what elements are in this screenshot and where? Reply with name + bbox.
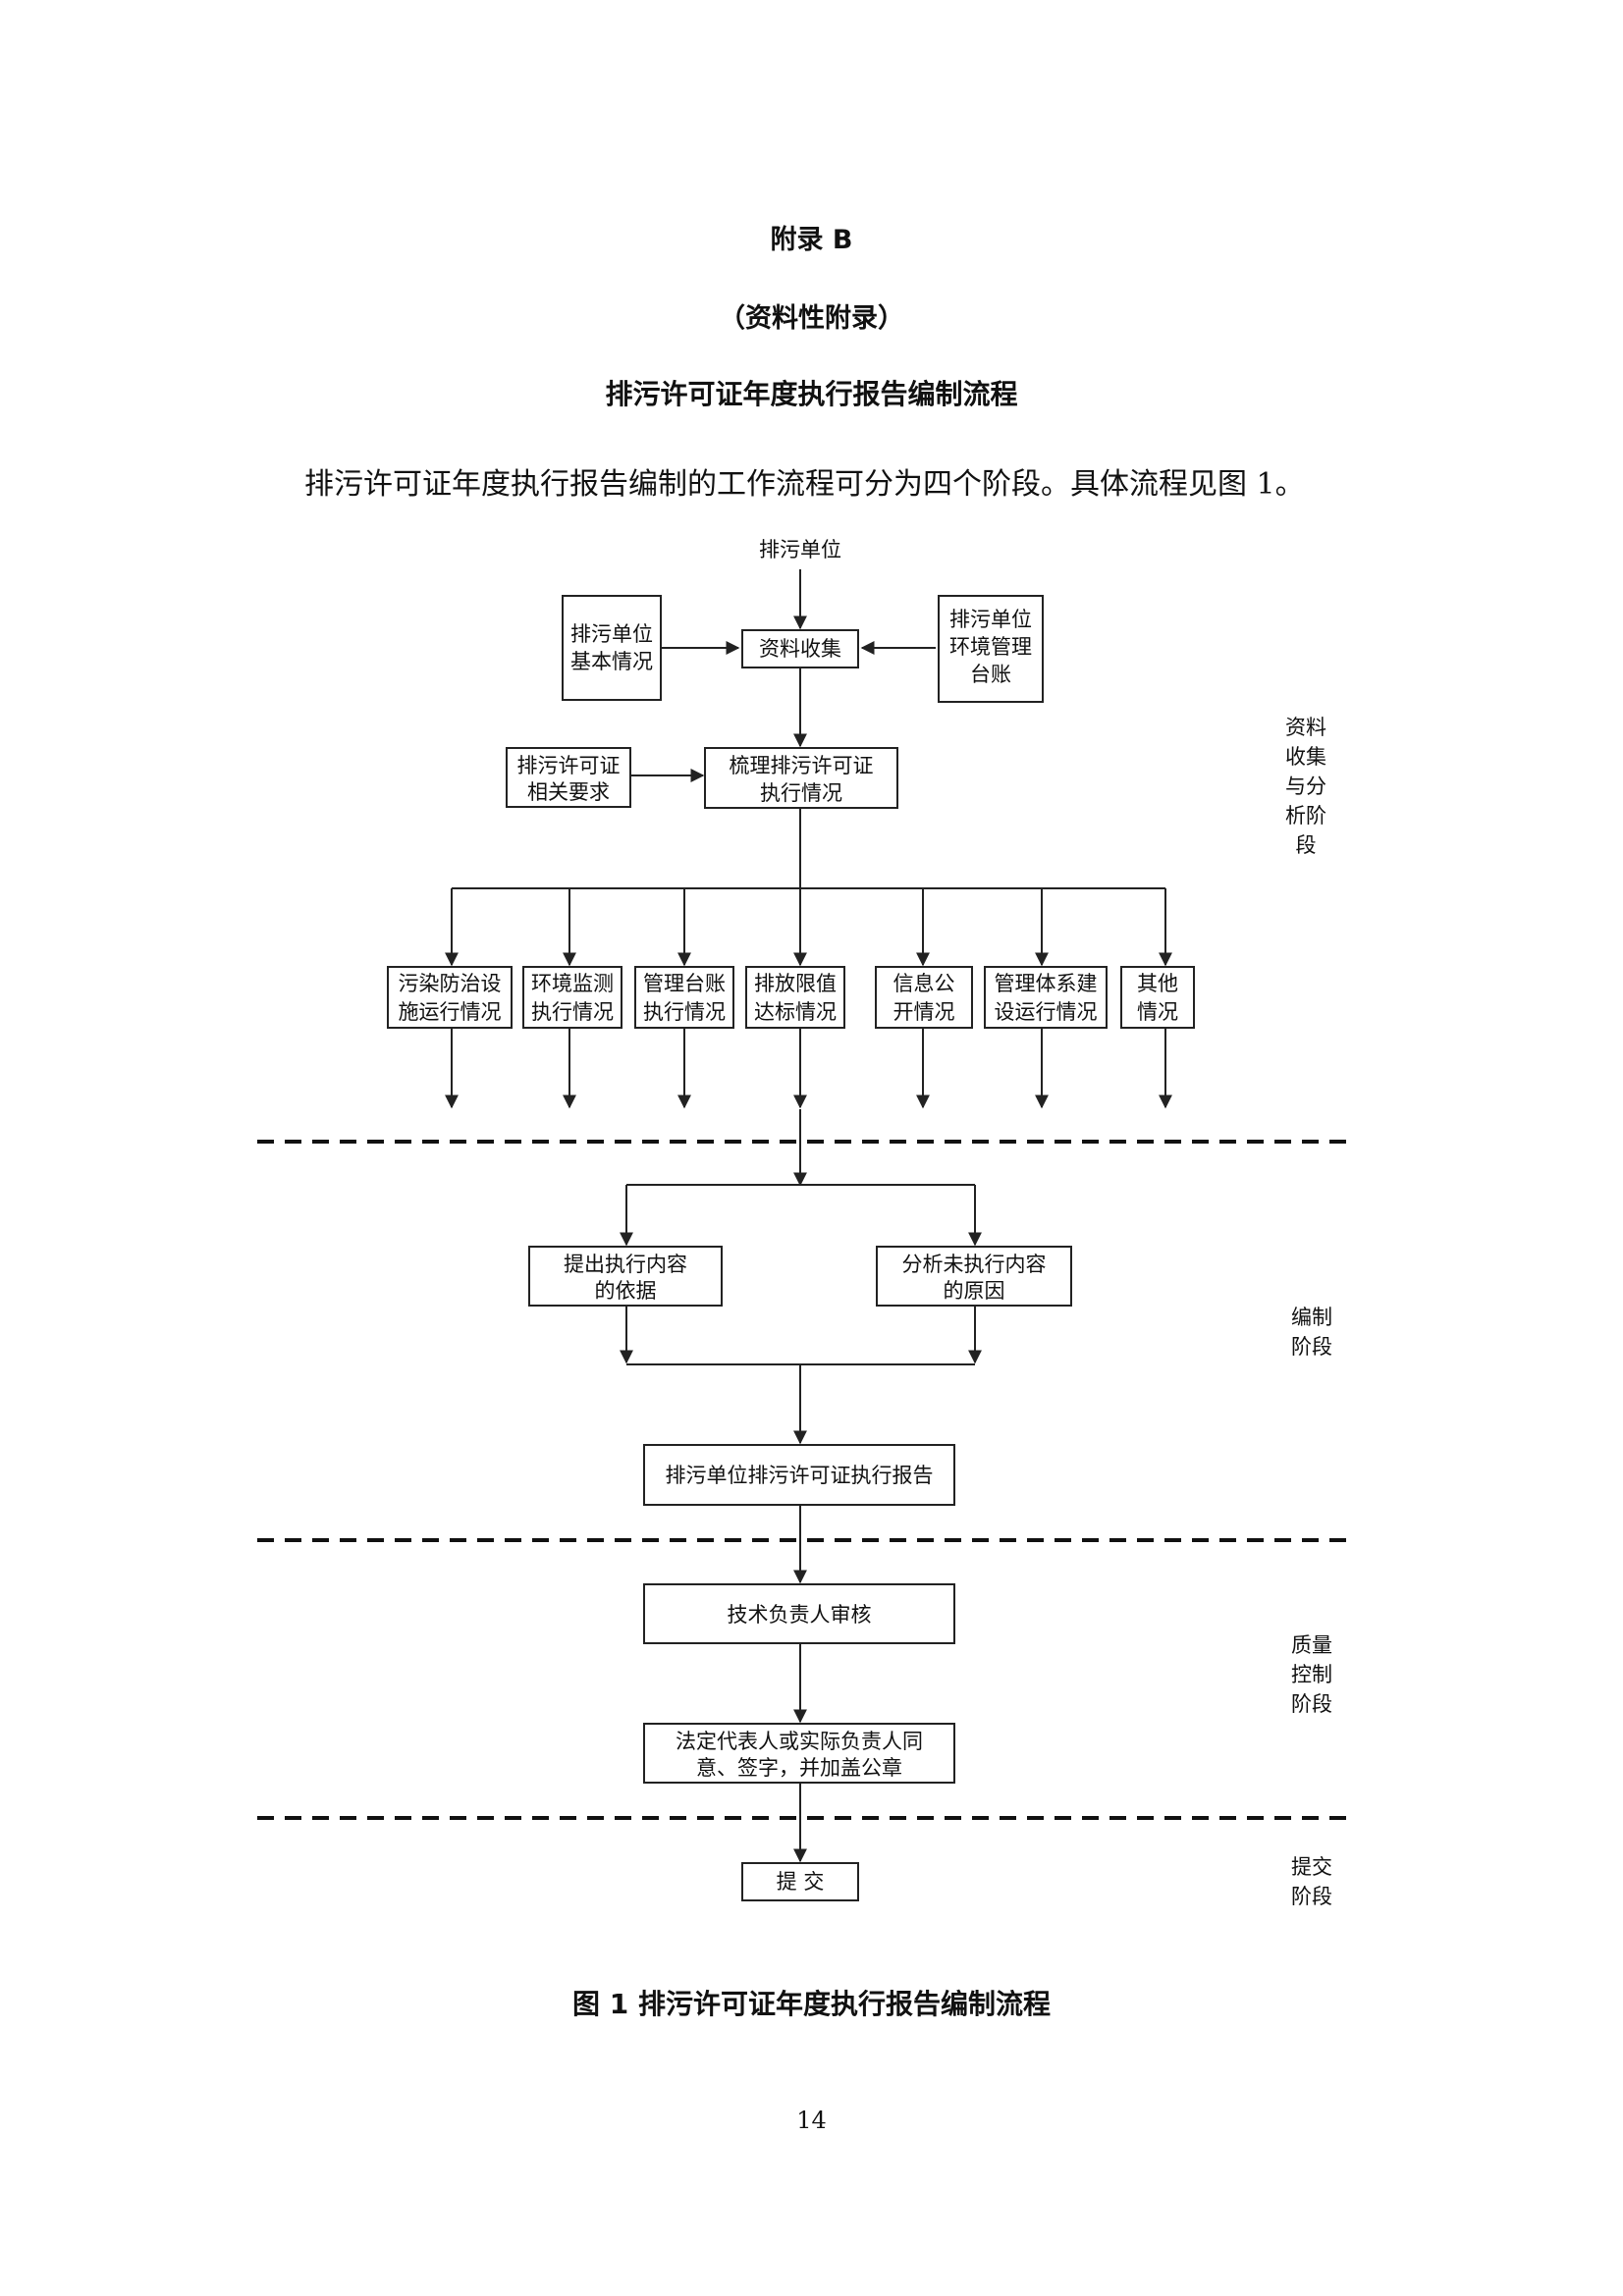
- svg-text:管理台账: 管理台账: [643, 972, 726, 995]
- svg-text:设运行情况: 设运行情况: [995, 1000, 1098, 1024]
- env-ledger-box: 排污单位 环境管理 台账: [938, 595, 1044, 703]
- page-number: 14: [796, 2107, 827, 2134]
- data-collection-box: 资料收集: [741, 629, 859, 668]
- svg-text:排污单位: 排污单位: [570, 622, 653, 646]
- stage-label-collection: 资料 收集 与分 析阶 段: [1285, 716, 1326, 857]
- svg-text:达标情况: 达标情况: [754, 1000, 837, 1024]
- reasons-box: 分析未执行内容 的原因: [876, 1246, 1072, 1307]
- svg-text:执行情况: 执行情况: [760, 781, 842, 805]
- svg-text:执行情况: 执行情况: [531, 1000, 614, 1024]
- svg-text:情况: 情况: [1137, 1000, 1178, 1024]
- svg-text:资料: 资料: [1285, 716, 1326, 739]
- svg-text:阶段: 阶段: [1291, 1692, 1332, 1716]
- legal-sign-box: 法定代表人或实际负责人同 意、签字，并加盖公章: [643, 1723, 955, 1784]
- svg-text:环境管理: 环境管理: [949, 635, 1032, 659]
- svg-text:基本情况: 基本情况: [570, 650, 653, 673]
- svg-text:技术负责人审核: 技术负责人审核: [728, 1603, 872, 1627]
- intro-paragraph: 排污许可证年度执行报告编制的工作流程可分为四个阶段。具体流程见图 1。: [304, 467, 1305, 502]
- svg-text:排放限值: 排放限值: [754, 972, 837, 995]
- appendix-type: （资料性附录）: [719, 303, 904, 334]
- svg-text:阶段: 阶段: [1291, 1885, 1332, 1908]
- svg-text:梳理排污许可证: 梳理排污许可证: [730, 754, 874, 777]
- submit-box: 提 交: [741, 1862, 859, 1901]
- item-box: 环境监测 执行情况: [522, 966, 622, 1029]
- svg-text:资料收集: 资料收集: [759, 637, 841, 661]
- svg-text:提出执行内容: 提出执行内容: [564, 1253, 687, 1276]
- permit-requirements-box: 排污许可证 相关要求: [506, 747, 631, 808]
- figure-caption: 图 1 排污许可证年度执行报告编制流程: [572, 1988, 1051, 2020]
- section-title: 排污许可证年度执行报告编制流程: [605, 378, 1018, 410]
- svg-text:法定代表人或实际负责人同: 法定代表人或实际负责人同: [676, 1730, 923, 1753]
- svg-text:施运行情况: 施运行情况: [399, 1000, 502, 1024]
- basis-box: 提出执行内容 的依据: [528, 1246, 723, 1307]
- svg-text:排污许可证: 排污许可证: [517, 754, 621, 777]
- svg-text:质量: 质量: [1291, 1633, 1332, 1657]
- item-box: 排放限值 达标情况: [745, 966, 845, 1029]
- item-box: 其他 情况: [1120, 966, 1195, 1029]
- svg-text:的依据: 的依据: [595, 1279, 657, 1303]
- basic-info-box: 排污单位 基本情况: [562, 595, 662, 701]
- svg-text:段: 段: [1296, 833, 1317, 857]
- item-box: 污染防治设 施运行情况: [387, 966, 513, 1029]
- svg-text:管理体系建: 管理体系建: [995, 972, 1098, 995]
- svg-text:提 交: 提 交: [777, 1870, 825, 1894]
- item-box: 管理体系建 设运行情况: [984, 966, 1108, 1029]
- report-box: 排污单位排污许可证执行报告: [643, 1444, 955, 1506]
- svg-text:执行情况: 执行情况: [643, 1000, 726, 1024]
- svg-text:意、签字，并加盖公章: 意、签字，并加盖公章: [696, 1756, 902, 1780]
- appendix-title: 附录 B: [770, 225, 853, 255]
- svg-text:编制: 编制: [1291, 1306, 1332, 1329]
- item-box: 信息公 开情况: [875, 966, 973, 1029]
- start-label: 排污单位: [759, 538, 841, 561]
- tech-review-box: 技术负责人审核: [643, 1583, 955, 1644]
- svg-text:其他: 其他: [1137, 972, 1178, 995]
- stage-label-submission: 提交 阶段: [1291, 1855, 1332, 1908]
- stage-label-compilation: 编制 阶段: [1291, 1306, 1332, 1359]
- svg-text:相关要求: 相关要求: [527, 780, 610, 804]
- svg-text:信息公: 信息公: [893, 972, 955, 995]
- svg-text:控制: 控制: [1291, 1663, 1332, 1686]
- svg-text:提交: 提交: [1291, 1855, 1332, 1879]
- stage-label-quality: 质量 控制 阶段: [1291, 1633, 1332, 1716]
- item-box: 管理台账 执行情况: [634, 966, 734, 1029]
- svg-text:分析未执行内容: 分析未执行内容: [902, 1253, 1047, 1276]
- svg-text:的原因: 的原因: [944, 1279, 1005, 1303]
- svg-text:环境监测: 环境监测: [531, 972, 614, 995]
- svg-text:开情况: 开情况: [893, 1000, 955, 1024]
- svg-text:收集: 收集: [1285, 745, 1326, 769]
- svg-text:阶段: 阶段: [1291, 1335, 1332, 1359]
- svg-text:排污单位排污许可证执行报告: 排污单位排污许可证执行报告: [666, 1464, 934, 1487]
- review-execution-box: 梳理排污许可证 执行情况: [704, 747, 898, 809]
- svg-text:台账: 台账: [970, 663, 1011, 686]
- connectors: [445, 569, 1172, 1863]
- svg-text:与分: 与分: [1285, 774, 1326, 798]
- svg-text:污染防治设: 污染防治设: [399, 972, 502, 995]
- svg-text:析阶: 析阶: [1285, 804, 1326, 828]
- svg-text:排污单位: 排污单位: [949, 608, 1032, 631]
